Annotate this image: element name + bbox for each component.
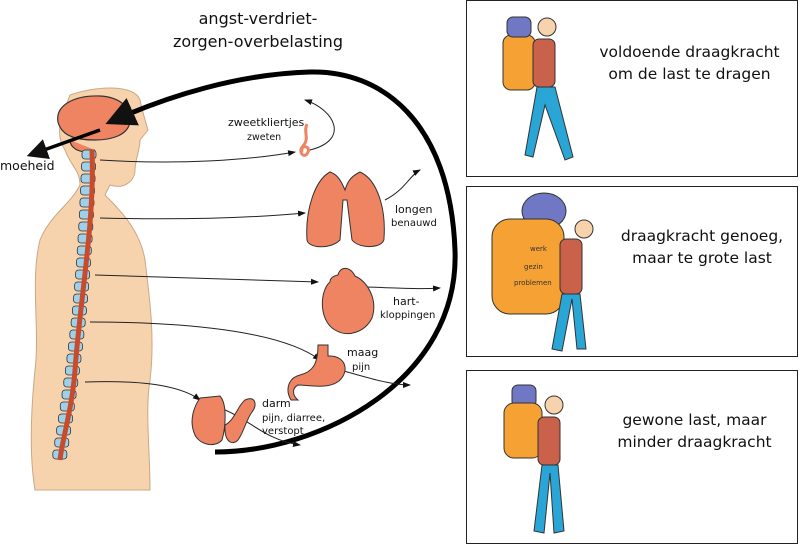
bag-label-problems: problemen <box>514 279 552 287</box>
sweat-gland-label: zweetkliertjes <box>228 116 305 129</box>
human-body <box>30 87 153 491</box>
title-line-1: angst-verdriet- <box>199 9 318 28</box>
bag-label-work: werk <box>530 245 548 253</box>
fatigue-arrow <box>26 128 101 160</box>
lungs-label: longen <box>395 203 433 216</box>
bowel-label: darm <box>262 397 291 410</box>
fatigue-label: moeheid <box>0 158 55 173</box>
sweat-gland-effect: zweten <box>247 132 281 143</box>
weakened-walker-illustration <box>503 384 565 534</box>
panel-2-caption: draagkracht genoeg, maar te grote last <box>607 225 797 269</box>
stomach <box>287 344 346 401</box>
walker-illustration <box>502 16 574 161</box>
panel-1-line-1: voldoende draagkracht <box>599 43 780 61</box>
lungs-effect: benauwd <box>391 218 437 229</box>
sweat-gland <box>299 123 310 157</box>
bowel-effect-2: verstopt <box>262 426 304 437</box>
bowel <box>191 395 256 446</box>
heart <box>321 267 375 334</box>
overloaded-walker-illustration: werk gezin problemen <box>491 192 594 352</box>
panel-1-line-2: om de last te dragen <box>608 65 771 83</box>
panel-2-line-1: draagkracht genoeg, <box>620 227 784 245</box>
spinal-cord <box>57 149 95 461</box>
panel-1-caption: voldoende draagkracht om de last te drag… <box>587 41 792 85</box>
feedback-loop-arrow <box>105 69 458 455</box>
panel-too-heavy-load: werk gezin problemen draagkracht genoeg,… <box>466 186 798 357</box>
panel-3-caption: gewone last, maar minder draagkracht <box>597 409 792 453</box>
bowel-effect-1: pijn, diarree, <box>262 413 325 424</box>
title-line-2: zorgen-overbelasting <box>173 32 343 51</box>
panel-3-line-1: gewone last, maar <box>622 411 767 429</box>
panel-less-capacity: gewone last, maar minder draagkracht <box>466 370 798 544</box>
panel-2-line-2: maar te grote last <box>632 249 772 267</box>
panel-3-line-2: minder draagkracht <box>617 433 772 451</box>
heart-effect: kloppingen <box>380 310 435 321</box>
panel-enough-capacity: voldoende draagkracht om de last te drag… <box>466 0 798 177</box>
lungs <box>306 171 385 248</box>
nerve-arrows <box>84 99 441 447</box>
stomach-label: maag <box>347 346 378 359</box>
heart-label: hart- <box>393 295 420 308</box>
bag-label-family: gezin <box>524 263 543 271</box>
stomach-effect: pijn <box>352 362 370 373</box>
